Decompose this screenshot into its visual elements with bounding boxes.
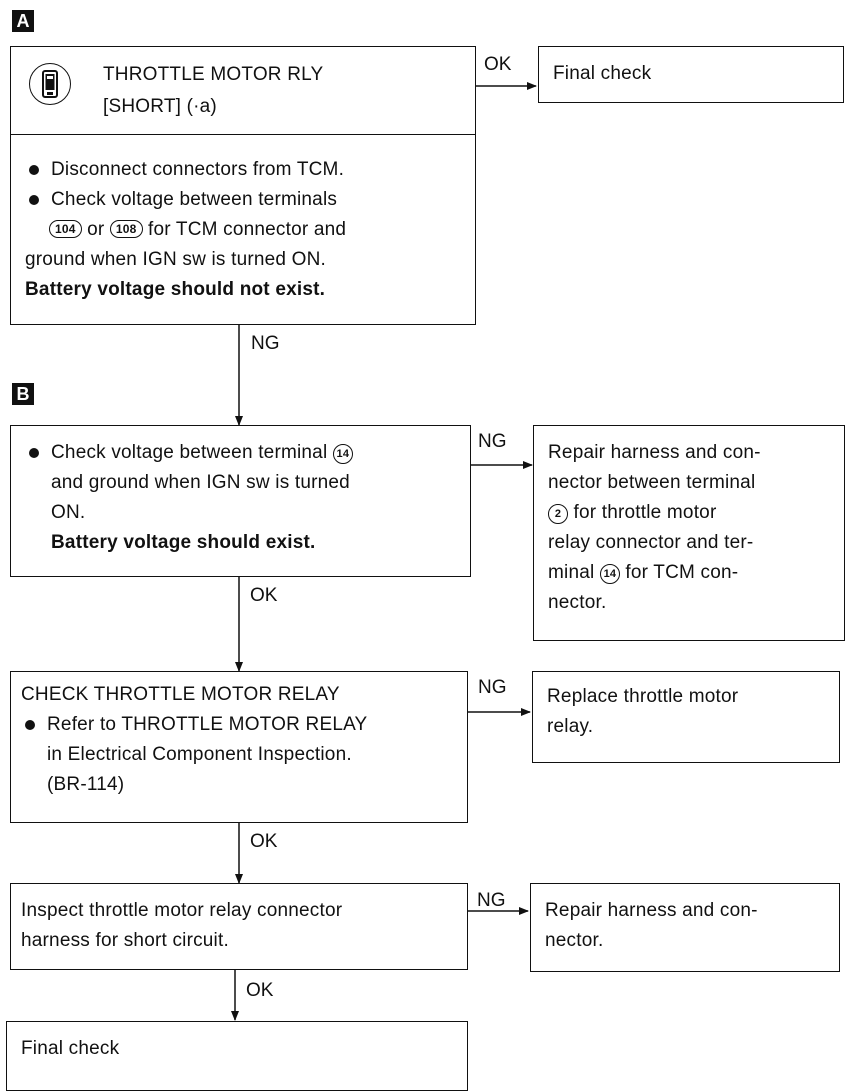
step4-box: Inspect throttle motor relay connector h… bbox=[10, 883, 468, 970]
step2-ng-line5-text-a: minal bbox=[548, 562, 595, 583]
step1-ok-label: OK bbox=[484, 54, 512, 75]
section-a-tag: A bbox=[12, 10, 34, 32]
step1-ok-result-text: Final check bbox=[553, 63, 652, 84]
step1-title-line2: [SHORT] (·a) bbox=[103, 96, 217, 117]
step2-line2: and ground when IGN sw is turned bbox=[51, 472, 350, 493]
step3-title: CHECK THROTTLE MOTOR RELAY bbox=[21, 684, 340, 705]
terminal-2: 2 bbox=[548, 504, 568, 524]
step4-ng-line2: nector. bbox=[545, 930, 604, 951]
step3-bullet-line2: in Electrical Component Inspection. bbox=[47, 744, 352, 765]
step4-ng-result: Repair harness and con- nector. bbox=[545, 896, 835, 956]
step3-bullet-line1: Refer to THROTTLE MOTOR RELAY bbox=[21, 710, 461, 740]
section-b-tag: B bbox=[12, 383, 34, 405]
step2-line1: Check voltage between terminal 14 bbox=[25, 438, 465, 468]
step1-bullet2-line3: ground when IGN sw is turned ON. bbox=[25, 249, 327, 270]
step1-header: THROTTLE MOTOR RLY [SHORT] (·a) bbox=[11, 47, 475, 135]
terminal-104: 104 bbox=[49, 220, 82, 238]
step2-ng-line1: Repair harness and con- bbox=[548, 442, 761, 463]
step3-ng-result: Replace throttle motor relay. bbox=[547, 682, 837, 742]
step1-box: THROTTLE MOTOR RLY [SHORT] (·a) Disconne… bbox=[10, 46, 476, 325]
step3-ok-label: OK bbox=[250, 831, 278, 852]
step3-ng-line2: relay. bbox=[547, 716, 594, 737]
terminal-14: 14 bbox=[332, 444, 353, 464]
step2-line3: ON. bbox=[51, 502, 86, 523]
step1-bullet2-line2: 104 or 108 for TCM connector and bbox=[25, 215, 465, 245]
step3-ng-line1: Replace throttle motor bbox=[547, 686, 739, 707]
step2-ng-line4: relay connector and ter- bbox=[548, 532, 754, 553]
step3-bullet-line3: (BR-114) bbox=[47, 774, 125, 795]
step2-body: Check voltage between terminal 14 and gr… bbox=[25, 438, 465, 558]
step1-title-line1: THROTTLE MOTOR RLY bbox=[103, 64, 324, 85]
step2-ng-result-box: Repair harness and con- nector between t… bbox=[533, 425, 845, 641]
step2-ng-label: NG bbox=[478, 431, 507, 452]
step3-ng-label: NG bbox=[478, 677, 507, 698]
step1-body: Disconnect connectors from TCM. Check vo… bbox=[25, 155, 465, 305]
step1-bullet1: Disconnect connectors from TCM. bbox=[25, 155, 465, 185]
step4-ng-line1: Repair harness and con- bbox=[545, 900, 758, 921]
step3-body: CHECK THROTTLE MOTOR RELAY Refer to THRO… bbox=[21, 680, 461, 800]
step4-ok-label: OK bbox=[246, 980, 274, 1001]
step4-ng-label: NG bbox=[477, 890, 506, 911]
step4-line2: harness for short circuit. bbox=[21, 930, 229, 951]
terminal-14-b: 14 bbox=[599, 564, 620, 584]
step2-ng-line3: 2 for throttle motor bbox=[548, 498, 838, 528]
step1-bullet2-rest: for TCM connector and bbox=[148, 219, 347, 240]
step1-ng-label: NG bbox=[251, 333, 280, 354]
connector-icon bbox=[29, 63, 71, 105]
step1-bullet2-line1: Check voltage between terminals bbox=[25, 185, 465, 215]
step1-note: Battery voltage should not exist. bbox=[25, 279, 326, 300]
final-check-box: Final check bbox=[6, 1021, 468, 1091]
step3-box: CHECK THROTTLE MOTOR RELAY Refer to THRO… bbox=[10, 671, 468, 823]
step2-note: Battery voltage should exist. bbox=[51, 532, 316, 553]
final-check-text: Final check bbox=[21, 1038, 120, 1059]
step2-ng-line5: minal 14 for TCM con- bbox=[548, 558, 838, 588]
step2-ng-line6: nector. bbox=[548, 592, 607, 613]
step2-ok-label: OK bbox=[250, 585, 278, 606]
step3-ng-result-box: Replace throttle motor relay. bbox=[532, 671, 840, 763]
step1-ok-result-box: Final check bbox=[538, 46, 844, 103]
step2-ng-line2: nector between terminal bbox=[548, 472, 756, 493]
step4-line1: Inspect throttle motor relay connector bbox=[21, 900, 343, 921]
step2-ng-line5-text-b: for TCM con- bbox=[625, 562, 739, 583]
step2-ng-line3-text: for throttle motor bbox=[573, 502, 717, 523]
step2-line1-text: Check voltage between terminal bbox=[51, 442, 328, 463]
terminal-108: 108 bbox=[109, 220, 143, 238]
step2-box: Check voltage between terminal 14 and gr… bbox=[10, 425, 471, 577]
step2-ng-result: Repair harness and con- nector between t… bbox=[548, 438, 838, 618]
or-text: or bbox=[87, 219, 105, 240]
step4-ng-result-box: Repair harness and con- nector. bbox=[530, 883, 840, 972]
step4-body: Inspect throttle motor relay connector h… bbox=[21, 896, 461, 956]
